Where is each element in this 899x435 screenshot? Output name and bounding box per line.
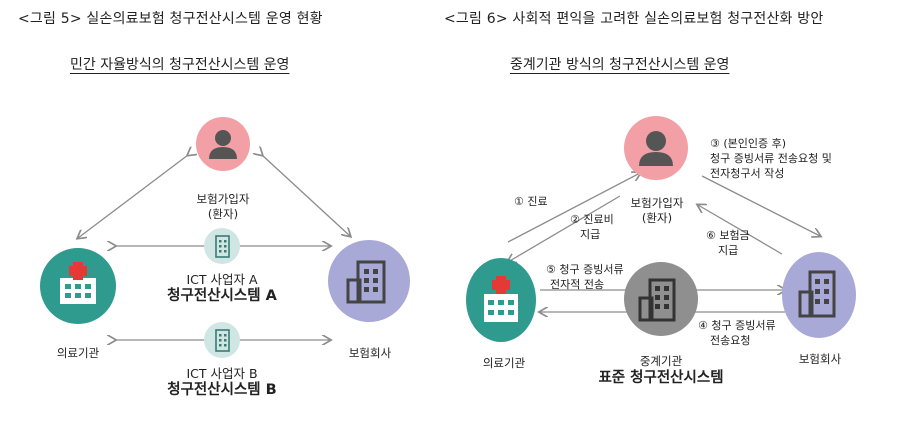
system-b-label: 청구전산시스템 B (167, 382, 277, 398)
relay-building-icon (624, 262, 698, 336)
hospital-icon-left (40, 248, 116, 324)
step3-label: ③ (본인인증 후) 청구 증빙서류 전송요청 및 전자청구서 작성 (710, 137, 832, 180)
fig6-header: <그림 6> 사회적 편익을 고려한 실손의료보험 청구전산화 방안 (444, 11, 824, 27)
ict-b-label: ICT 사업자 B (186, 366, 258, 381)
left-subtitle: 민간 자율방식의 청구전산시스템 운영 (70, 57, 290, 73)
insured-label-right: 보험가입자 (환자) (630, 196, 684, 225)
fig5-header: <그림 5> 실손의료보험 청구전산시스템 운영 현황 (18, 11, 323, 27)
arrow-step2 (508, 195, 621, 262)
relay-label: 중계기관 (639, 354, 683, 368)
arrow-step6 (698, 205, 783, 255)
insured-label-left: 보험가입자 (환자) (196, 192, 250, 221)
step6-label: ⑥ 보험금 지급 (706, 229, 750, 257)
insurer-label-left: 보험회사 (348, 346, 392, 360)
right-subtitle: 중계기관 방식의 청구전산시스템 운영 (510, 57, 730, 73)
insurer-icon-left (328, 240, 410, 322)
step4-label: ④ 청구 증빙서류 전송요청 (698, 319, 776, 347)
arrow-step1 (507, 173, 640, 243)
hospital-icon-right (466, 258, 536, 342)
system-a-label: 청구전산시스템 A (167, 288, 277, 304)
hospital-label-right: 의료기관 (482, 356, 526, 370)
arrow-insured-hospital (78, 155, 188, 238)
insurer-label-right: 보험회사 (798, 352, 842, 366)
step2-label: ② 진료비 지급 (570, 213, 614, 241)
standard-system-label: 표준 청구전산시스템 (598, 370, 724, 386)
insurer-icon-right (782, 252, 856, 338)
person-icon-right (624, 116, 688, 180)
ict-a-label: ICT 사업자 A (186, 272, 258, 287)
arrow-step3 (701, 175, 820, 236)
ict-b-building-icon (204, 322, 240, 358)
step5-label: ⑤ 청구 증빙서류 전자적 전송 (546, 263, 624, 291)
person-icon-left (196, 117, 250, 171)
ict-a-building-icon (204, 228, 240, 264)
arrow-insured-insurer (262, 155, 350, 236)
step1-label: ① 진료 (514, 195, 548, 208)
hospital-label-left: 의료기관 (56, 346, 100, 360)
